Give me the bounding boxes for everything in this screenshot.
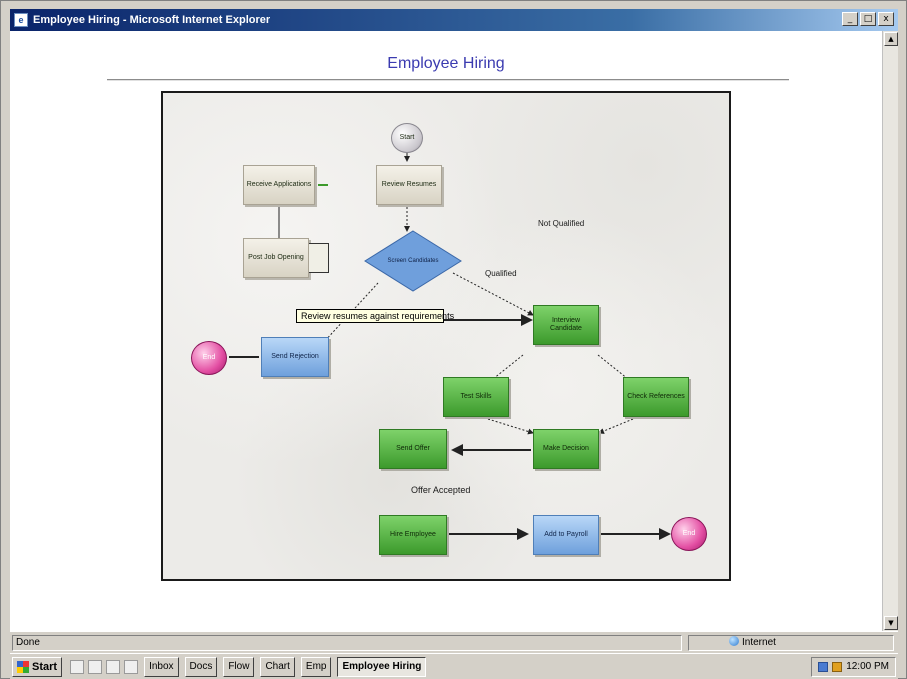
maximize-button[interactable]: □ <box>860 12 876 26</box>
task-button-0[interactable]: Inbox <box>144 656 179 677</box>
hire-employee-node[interactable]: Hire Employee <box>379 515 447 555</box>
page-title: Employee Hiring <box>387 55 505 72</box>
taskbar: Start Inbox Docs Flow Chart Emp Employee… <box>10 653 898 679</box>
zone-label: Internet <box>742 637 776 648</box>
quicklaunch-browser-icon[interactable] <box>88 659 103 674</box>
ie-icon: e <box>14 13 28 27</box>
system-tray: 12:00 PM <box>811 657 896 677</box>
title-bar[interactable]: e Employee Hiring - Microsoft Internet E… <box>10 9 898 31</box>
receive-applications-node[interactable]: Receive Applications <box>243 165 315 205</box>
task-button-1[interactable]: Docs <box>184 656 218 677</box>
post-job-node[interactable]: Post Job Opening <box>243 238 309 278</box>
end-node-left[interactable]: End <box>191 341 227 375</box>
quicklaunch-media-icon[interactable] <box>124 659 139 674</box>
task-button-4[interactable]: Emp <box>300 656 332 677</box>
scroll-up-arrow-icon[interactable]: ▲ <box>884 32 898 46</box>
scroll-down-arrow-icon[interactable]: ▼ <box>884 616 898 630</box>
document-icon <box>309 243 329 273</box>
globe-icon <box>729 636 739 646</box>
network-icon[interactable] <box>818 662 829 672</box>
status-text: Done <box>12 635 682 651</box>
interview-node[interactable]: Interview Candidate <box>533 305 599 345</box>
add-to-payroll-node[interactable]: Add to Payroll <box>533 515 599 555</box>
check-references-node[interactable]: Check References <box>623 377 689 417</box>
task-button-2[interactable]: Flow <box>223 656 255 677</box>
offer-accepted-label: Offer Accepted <box>411 485 471 495</box>
decision-diamond[interactable] <box>364 230 462 292</box>
windows-logo-icon <box>17 660 29 673</box>
start-node-top[interactable]: Start <box>391 123 423 153</box>
test-skills-node[interactable]: Test Skills <box>443 377 509 417</box>
diagram-connectors <box>229 151 671 540</box>
quick-launch <box>70 659 139 674</box>
task-button-active[interactable]: Employee Hiring <box>337 656 427 677</box>
start-label: Start <box>32 660 58 673</box>
close-button[interactable]: x <box>878 12 894 26</box>
task-button-3[interactable]: Chart <box>260 656 295 677</box>
review-resumes-node[interactable]: Review Resumes <box>376 165 442 205</box>
page-content: Employee Hiring <box>10 31 882 631</box>
screen-decision-label: Screen Candidates <box>387 258 439 264</box>
vertical-scrollbar[interactable]: ▲ ▼ <box>882 31 898 631</box>
workflow-diagram: Start Review Resumes Receive Application… <box>161 91 731 581</box>
hover-tooltip: Review resumes against requirements <box>296 309 454 323</box>
send-rejection-blue-node[interactable]: Send Rejection <box>261 337 329 377</box>
end-node-right[interactable]: End <box>671 517 707 551</box>
clock: 12:00 PM <box>846 661 889 672</box>
volume-icon[interactable] <box>832 662 843 672</box>
not-qualified-label: Not Qualified <box>538 219 585 228</box>
window-title: Employee Hiring - Microsoft Internet Exp… <box>33 14 271 26</box>
quicklaunch-mail-icon[interactable] <box>106 659 121 674</box>
make-decision-node[interactable]: Make Decision <box>533 429 599 469</box>
security-zone: Internet <box>688 635 894 651</box>
divider <box>107 79 789 81</box>
send-offer-node[interactable]: Send Offer <box>379 429 447 469</box>
status-bar: Done Internet <box>10 631 898 653</box>
minimize-button[interactable]: _ <box>842 12 858 26</box>
start-button[interactable]: Start <box>12 656 63 677</box>
qualified-label: Qualified <box>485 269 517 278</box>
quicklaunch-desktop-icon[interactable] <box>70 659 85 674</box>
